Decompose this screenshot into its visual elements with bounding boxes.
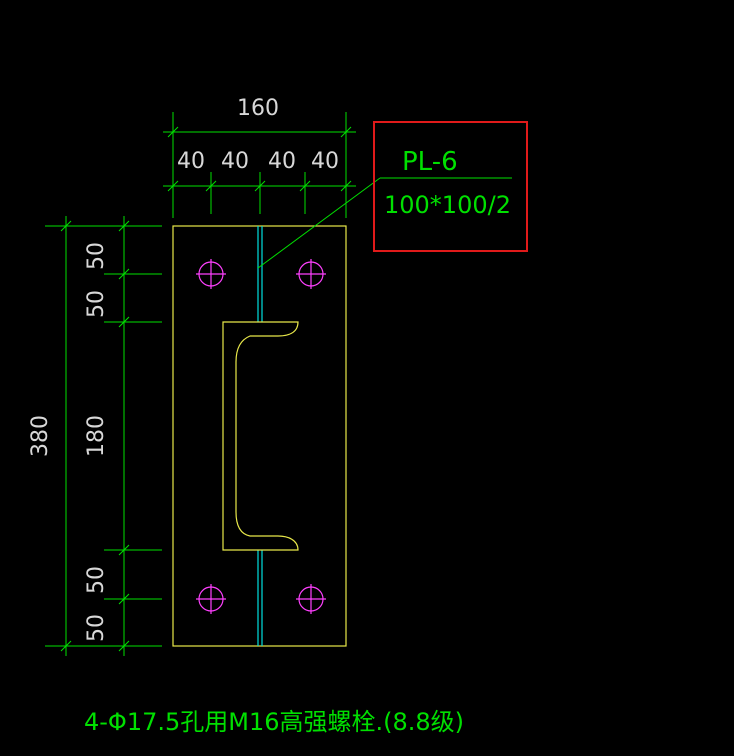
- overall-width-label: 160: [237, 96, 279, 121]
- bolt-holes: [196, 259, 326, 614]
- highlight-box: [373, 121, 528, 252]
- channel-profile: [222, 321, 299, 551]
- bolt-note: 4-Φ17.5孔用M16高强螺栓.(8.8级): [84, 708, 464, 736]
- left-overall-dimension: 380: [28, 216, 162, 656]
- plate-size: 100*100/2: [384, 191, 511, 219]
- v-50-a-label: 50: [84, 242, 109, 270]
- plate-outline: [172, 225, 347, 647]
- bolt-hole-top-left: [196, 259, 226, 289]
- segment-2-label: 40: [221, 149, 249, 174]
- left-segment-dimensions: 50 50 180 50 50: [84, 216, 162, 656]
- overall-height-label: 380: [28, 415, 53, 457]
- bolt-hole-bottom-left: [196, 584, 226, 614]
- segment-1-label: 40: [177, 149, 205, 174]
- v-50-b-label: 50: [84, 290, 109, 318]
- bolt-hole-bottom-right: [296, 584, 326, 614]
- top-overall-dimension: 160: [163, 96, 356, 218]
- v-180-label: 180: [84, 415, 109, 457]
- plate-mark: PL-6: [402, 147, 458, 177]
- segment-4-label: 40: [311, 149, 339, 174]
- center-web-lines: [257, 226, 263, 646]
- segment-3-label: 40: [268, 149, 296, 174]
- plate-callout: PL-6 100*100/2: [257, 121, 528, 269]
- leader-line: [257, 177, 381, 269]
- top-segment-dimensions: 40 40 40 40: [163, 149, 356, 214]
- v-50-d-label: 50: [84, 614, 109, 642]
- bolt-hole-top-right: [296, 259, 326, 289]
- v-50-c-label: 50: [84, 566, 109, 594]
